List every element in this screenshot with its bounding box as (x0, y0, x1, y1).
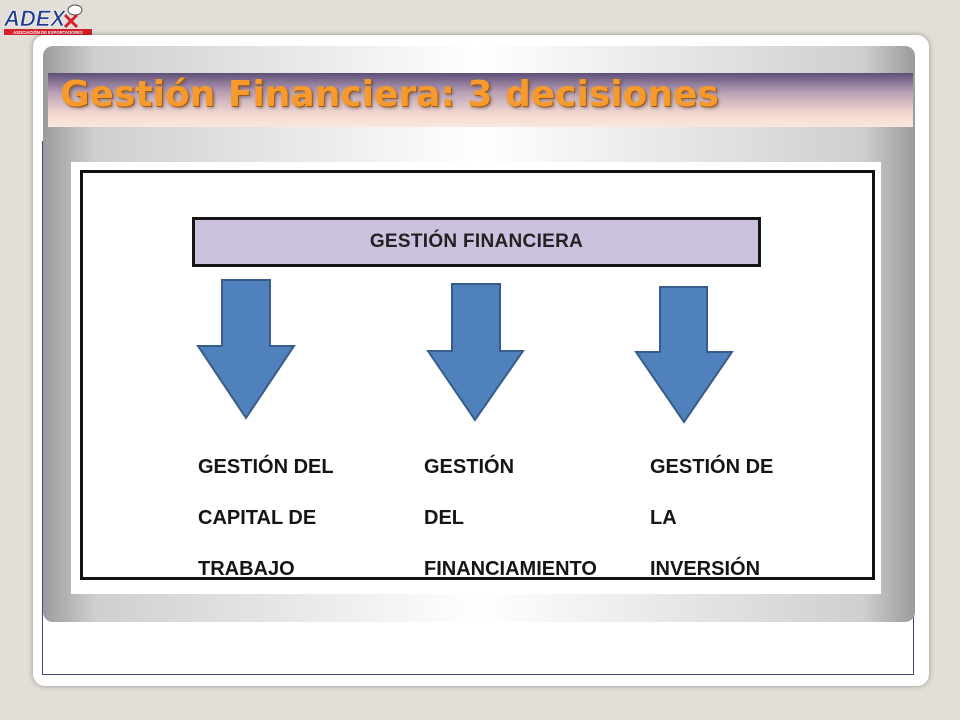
branch-3-line-3: INVERSIÓN (650, 558, 761, 580)
branch-2-line-3: FINANCIAMIENTO (424, 558, 597, 580)
branch-3-line-2: LA (650, 507, 677, 529)
diagram-header-box: GESTIÓN FINANCIERA (192, 217, 761, 267)
branch-financiamiento: GESTIÓN DEL FINANCIAMIENTO (424, 454, 597, 607)
branch-3-line-1: GESTIÓN DE (650, 456, 774, 478)
branch-1-line-3: TRABAJO (198, 558, 295, 580)
arrow-2-icon (426, 283, 525, 422)
branch-2-line-1: GESTIÓN (424, 456, 515, 478)
branch-capital-trabajo: GESTIÓN DEL CAPITAL DE TRABAJO (198, 454, 334, 607)
diagram-border (80, 170, 875, 580)
arrow-3-icon (634, 286, 734, 424)
svg-text:ASOCIACIÓN DE EXPORTADORES: ASOCIACIÓN DE EXPORTADORES (13, 30, 83, 35)
branch-1-line-1: GESTIÓN DEL (198, 456, 334, 478)
branch-1-line-2: CAPITAL DE (198, 507, 317, 529)
svg-text:ADEX: ADEX (3, 6, 66, 31)
arrow-1-icon (196, 279, 296, 420)
slide-title: Gestión Financiera: 3 decisiones (60, 74, 719, 115)
title-band (48, 73, 913, 127)
branch-inversion: GESTIÓN DE LA INVERSIÓN (650, 454, 773, 607)
adex-logo: ADEX ASOCIACIÓN DE EXPORTADORES (3, 4, 92, 35)
branch-2-line-2: DEL (424, 507, 464, 529)
